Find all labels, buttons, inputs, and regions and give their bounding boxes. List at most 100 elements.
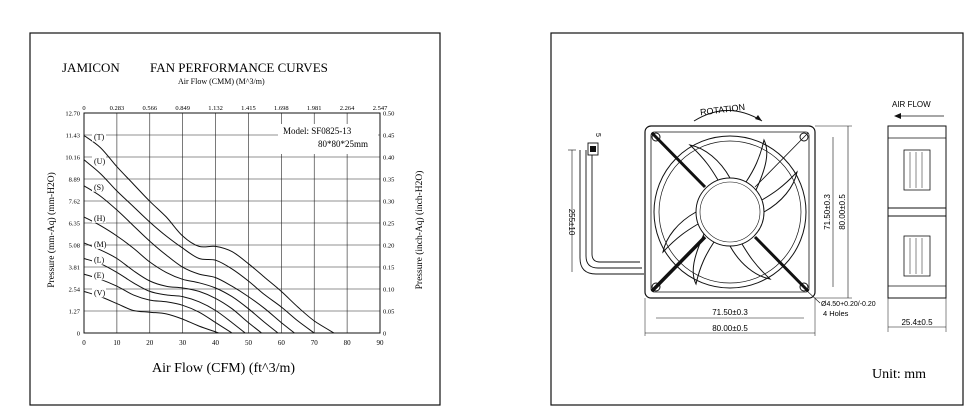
- connector-dimension: 5: [594, 133, 601, 137]
- left-tick-label: 12.70: [65, 111, 80, 118]
- performance-frame: [29, 32, 441, 406]
- unit-label: Unit: mm: [872, 367, 926, 382]
- curve-e: [83, 273, 233, 334]
- x-tick-label: 10: [113, 339, 121, 347]
- curve-h: [83, 216, 279, 334]
- x-tick-label: 70: [311, 339, 319, 347]
- left-tick-label: 0: [77, 331, 80, 338]
- chart-curves: [83, 135, 335, 334]
- right-tick-label: 0.05: [383, 309, 394, 316]
- right-tick-label: 0.15: [383, 265, 394, 272]
- top-tick-label: 2.547: [373, 105, 388, 112]
- curve-v: [83, 290, 219, 334]
- curve-label-bg: [92, 287, 106, 298]
- chart-title: FAN PERFORMANCE CURVES: [150, 60, 328, 75]
- curve-l: [83, 258, 246, 334]
- x-tick-label: 20: [146, 339, 154, 347]
- x-tick-label: 60: [278, 339, 286, 347]
- curve-label-bg: [92, 155, 106, 166]
- right-tick-label: 0.35: [383, 177, 394, 184]
- thickness-dimension: 25.4±0.5: [901, 318, 933, 327]
- right-tick-label: 0.20: [383, 243, 394, 250]
- x-tick-label: 50: [245, 339, 253, 347]
- curve-m: [83, 242, 262, 334]
- right-tick-label: 0.45: [383, 133, 394, 140]
- model-box: Model: SF0825-13 80*80*25mm: [278, 124, 378, 154]
- right-tick-label: 0.30: [383, 199, 394, 206]
- x-tick-label: 80: [344, 339, 352, 347]
- right-tick-label: 0.25: [383, 221, 394, 228]
- curve-label-bg: [92, 181, 106, 192]
- top-tick-label: 0.849: [175, 105, 190, 112]
- curve-label: (V): [94, 288, 105, 297]
- left-tick-label: 6.35: [69, 221, 80, 228]
- top-tick-label: 2.264: [340, 105, 355, 112]
- airflow-label: AIR FLOW: [892, 100, 931, 109]
- performance-panel: JAMICON FAN PERFORMANCE CURVES Air Flow …: [29, 32, 441, 406]
- left-tick-label: 5.08: [69, 243, 80, 250]
- left-tick-label: 10.16: [65, 155, 80, 162]
- left-axis-title: Pressure (mm-Aq) (mm-H2O): [46, 172, 57, 288]
- rotation-arrow-icon: [693, 110, 763, 122]
- curve-label: (S): [94, 183, 104, 192]
- fan-cable: [579, 142, 644, 275]
- curve-s: [83, 185, 295, 334]
- drawing-panel: ROTATION: [550, 32, 964, 406]
- rotation-arrowhead-icon: [755, 115, 762, 121]
- top-tick-label: 0.566: [142, 105, 157, 112]
- left-tick-label: 11.43: [66, 133, 80, 140]
- height-outer-dimension: 80.00±0.5: [838, 194, 847, 230]
- drawing-frame: [550, 32, 964, 406]
- curve-label-bg: [92, 131, 106, 142]
- fan-side-view: [887, 125, 947, 299]
- width-inner-dimension: 71.50±0.3: [712, 308, 748, 317]
- right-tick-label: 0: [383, 331, 386, 338]
- curve-label: (L): [94, 256, 105, 265]
- top-tick-label: 1.415: [241, 105, 256, 112]
- curve-u: [83, 159, 315, 334]
- plot-border: [83, 112, 381, 334]
- curve-label: (H): [94, 214, 105, 223]
- brand-name: JAMICON: [62, 60, 120, 75]
- x-tick-label: 90: [377, 339, 385, 347]
- right-tick-label: 0.50: [383, 111, 394, 118]
- right-tick-label: 0.40: [383, 155, 394, 162]
- rotation-label: ROTATION: [699, 102, 745, 117]
- curve-label: (E): [94, 271, 105, 280]
- cable-length-dimension: 255±10: [567, 209, 576, 236]
- hole-count: 4 Holes: [823, 309, 849, 318]
- curve-label: (T): [94, 133, 105, 142]
- curve-label-bg: [92, 212, 106, 223]
- right-axis-title: Pressure (inch-Aq) (inch-H2O): [414, 171, 425, 290]
- left-tick-label: 8.89: [69, 177, 80, 184]
- curve-t: [83, 135, 335, 334]
- top-tick-label: 1.132: [208, 105, 223, 112]
- curve-label: (U): [94, 157, 105, 166]
- top-axis-title: Air Flow (CMM) (M^3/m): [178, 77, 265, 86]
- x-tick-label: 0: [82, 339, 86, 347]
- model-size: 80*80*25mm: [318, 139, 368, 149]
- top-tick-label: 1.698: [274, 105, 289, 112]
- right-tick-label: 0.10: [383, 287, 394, 294]
- left-tick-label: 2.54: [69, 287, 81, 294]
- curve-labels: (T) (U) (S) (H) (M) (L) (E) (V): [92, 131, 107, 298]
- curve-label-bg: [92, 270, 106, 281]
- left-tick-label: 7.62: [69, 199, 80, 206]
- top-tick-label: 0.283: [110, 105, 125, 112]
- hole-diameter-dimension: Ø4.50+0.20/-0.20: [821, 301, 876, 308]
- top-tick-label: 0: [82, 105, 85, 112]
- curve-label-bg: [92, 238, 106, 249]
- top-tick-label: 1.981: [307, 105, 322, 112]
- bottom-axis-title: Air Flow (CFM) (ft^3/m): [152, 361, 295, 376]
- width-outer-dimension: 80.00±0.5: [712, 324, 748, 333]
- model-number: Model: SF0825-13: [283, 126, 352, 136]
- fan-front-view: [644, 125, 816, 299]
- left-tick-label: 3.81: [69, 265, 80, 272]
- curve-label-bg: [92, 254, 106, 265]
- left-tick-label: 1.27: [69, 309, 81, 316]
- x-tick-label: 30: [179, 339, 187, 347]
- height-inner-dimension: 71.50±0.3: [823, 194, 832, 230]
- curve-label: (M): [94, 240, 107, 249]
